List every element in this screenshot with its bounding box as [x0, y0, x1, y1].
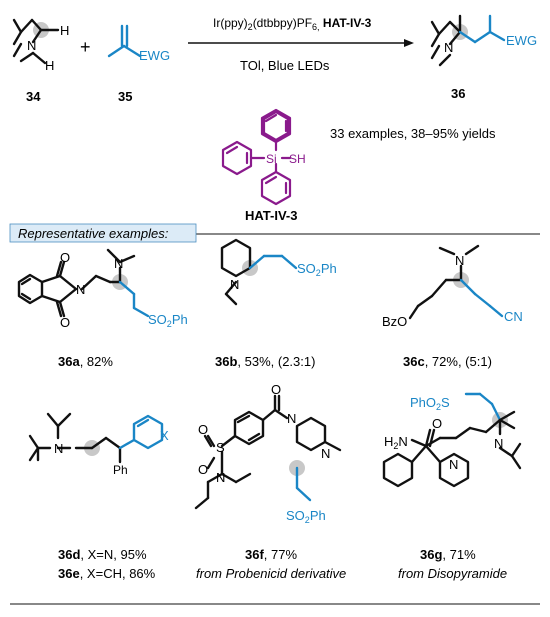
- group-SO2Ph: SO2Ph: [286, 508, 326, 525]
- compound-label-34: 34: [26, 89, 41, 104]
- atom-S: S: [216, 440, 225, 455]
- atom-N: N: [114, 256, 123, 271]
- atom-O: O: [60, 250, 70, 265]
- structure-36d-36e: N Ph X: [28, 412, 169, 477]
- reaction-arrow: [188, 39, 414, 47]
- group-SO2Ph: SO2Ph: [297, 261, 337, 278]
- atom-N: N: [444, 40, 453, 55]
- atom-EWG: EWG: [139, 48, 170, 63]
- section-label: Representative examples:: [18, 226, 169, 241]
- atom-H: H: [45, 58, 54, 73]
- reactant-34-structure: N H H: [12, 18, 69, 73]
- atom-N: N: [27, 38, 36, 53]
- atom-X: X: [160, 428, 169, 443]
- compound-label-35: 35: [118, 89, 132, 104]
- label-36e: 36e, X=CH, 86%: [58, 566, 156, 581]
- reactant-35-structure: EWG: [107, 24, 170, 63]
- atom-O: O: [60, 315, 70, 330]
- structure-36c: N BzO CN: [382, 244, 523, 329]
- atom-N: N: [230, 277, 239, 292]
- atom-H: H: [60, 23, 69, 38]
- atom-O: O: [271, 382, 281, 397]
- label-36f: 36f, 77%: [245, 547, 297, 562]
- note-36g: from Disopyramide: [398, 566, 507, 581]
- atom-N: N: [494, 436, 503, 451]
- product-36-structure: N EWG: [430, 14, 537, 67]
- label-36b: 36b, 53%, (2.3:1): [215, 354, 315, 369]
- atom-N: N: [216, 470, 225, 485]
- conditions-text: TOl, Blue LEDs: [240, 58, 330, 73]
- compound-label-36: 36: [451, 86, 465, 101]
- hat-reagent-label: HAT-IV-3: [245, 208, 298, 223]
- plus-sign: +: [80, 37, 91, 57]
- group-Ph: Ph: [113, 463, 128, 477]
- atom-O: O: [198, 422, 208, 437]
- structure-36f: O S O O N N N SO2Ph: [194, 382, 342, 525]
- hat-reagent-structure: Si SH: [221, 108, 306, 206]
- group-CN: CN: [504, 309, 523, 324]
- group-BzO: BzO: [382, 314, 407, 329]
- label-36d: 36d, X=N, 95%: [58, 547, 147, 562]
- atom-N: N: [449, 457, 458, 472]
- group-PhO2S: PhO2S: [410, 395, 450, 412]
- note-36f: from Probenicid derivative: [196, 566, 346, 581]
- label-36a: 36a, 82%: [58, 354, 113, 369]
- section-label-box: [9, 223, 197, 243]
- atom-N: N: [54, 441, 63, 456]
- label-36g: 36g, 71%: [420, 547, 476, 562]
- atom-Si: Si: [266, 152, 277, 166]
- group-H2N: H2N: [384, 434, 408, 451]
- atom-N: N: [455, 253, 464, 268]
- catalyst-text: Ir(ppy)2(dtbbpy)PF6, HAT-IV-3: [213, 16, 372, 32]
- atom-EWG: EWG: [506, 33, 537, 48]
- atom-N: N: [287, 411, 296, 426]
- structure-36g: PhO2S O N H2N N: [382, 392, 522, 488]
- group-SO2Ph: SO2Ph: [148, 312, 188, 329]
- structure-36a: O O N N SO2Ph: [17, 248, 188, 330]
- atom-N: N: [76, 282, 85, 297]
- atom-SH: SH: [289, 152, 306, 166]
- label-36c: 36c, 72%, (5:1): [403, 354, 492, 369]
- atom-O: O: [432, 416, 442, 431]
- atom-N: N: [321, 446, 330, 461]
- atom-O: O: [198, 462, 208, 477]
- structure-36b: N SO2Ph: [220, 238, 337, 306]
- scope-summary: 33 examples, 38–95% yields: [330, 126, 496, 141]
